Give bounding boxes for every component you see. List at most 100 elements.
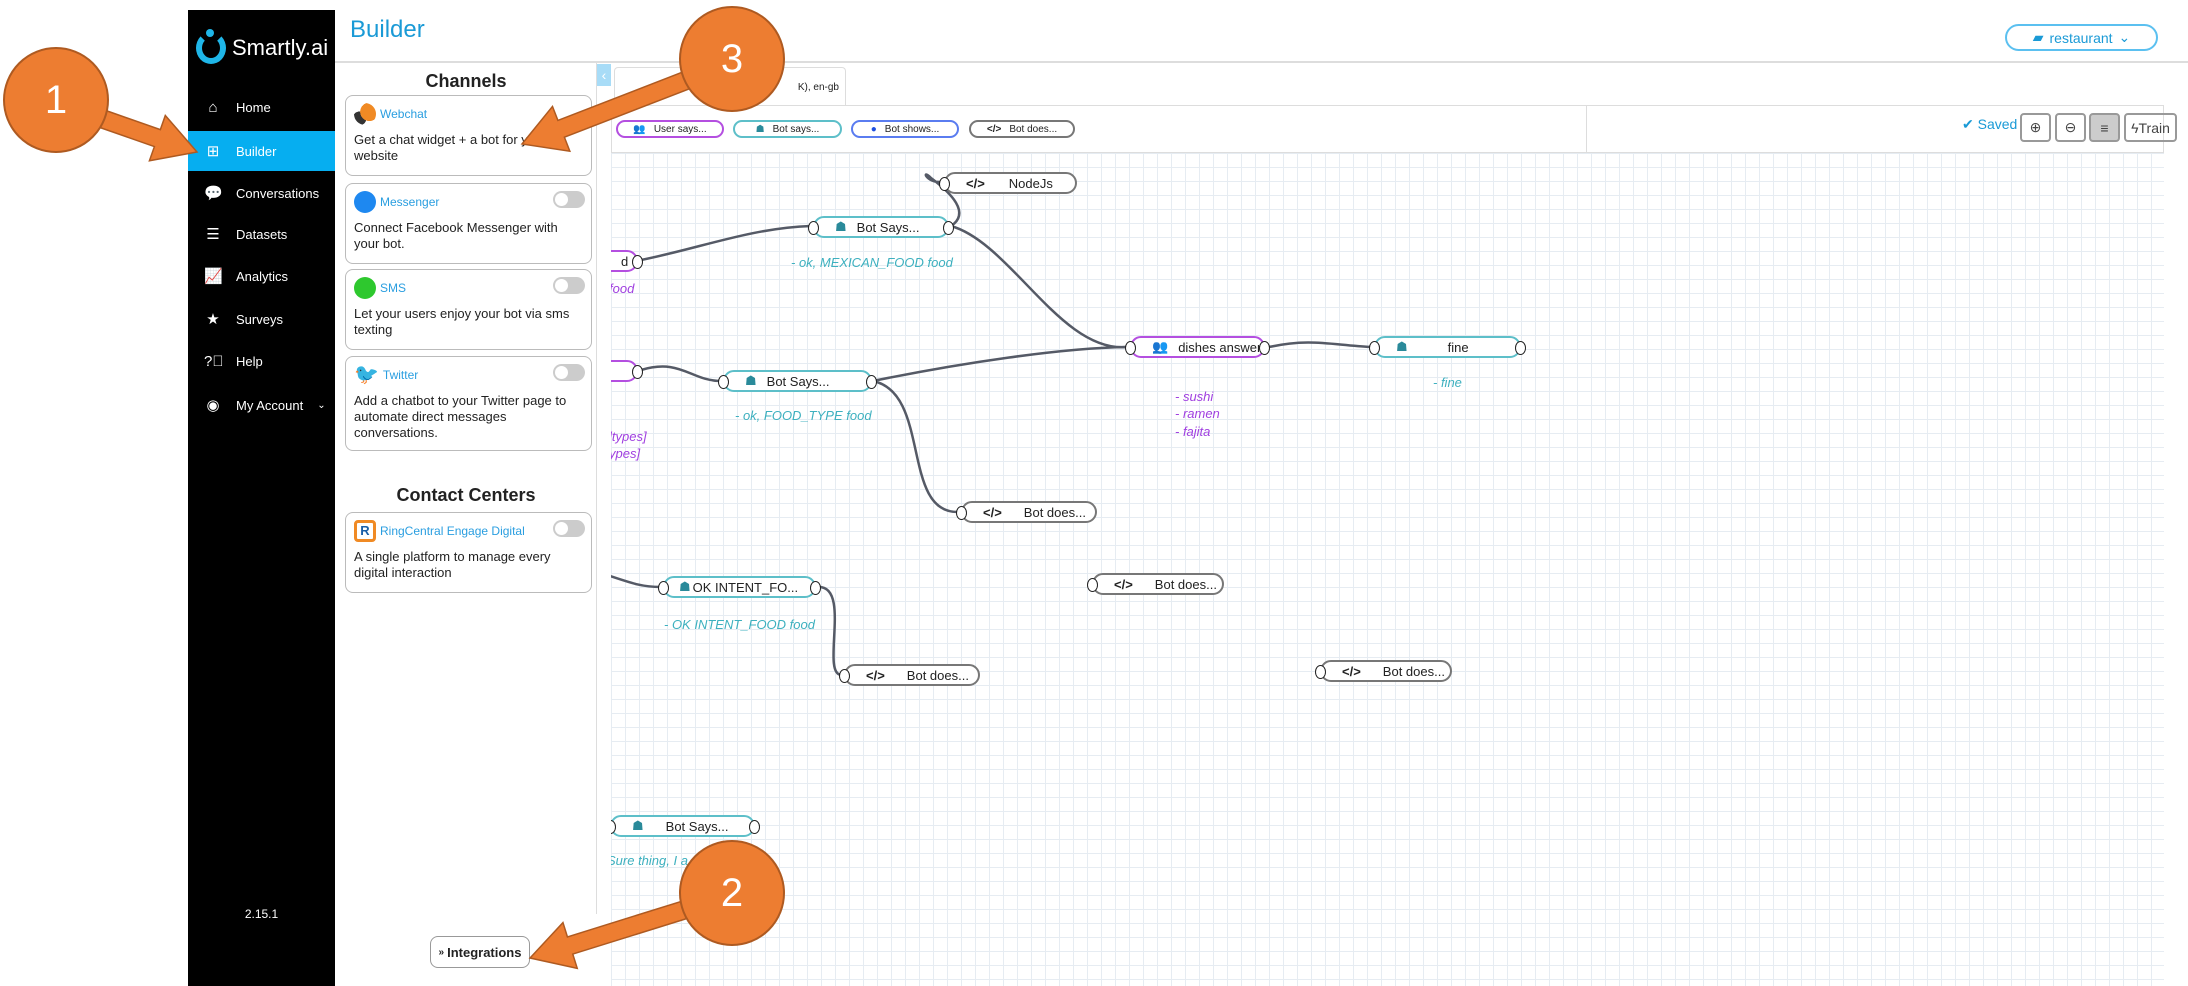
output-port[interactable] xyxy=(943,221,954,235)
palette-bot-says[interactable]: ☗Bot says... xyxy=(733,120,842,138)
twitter-toggle[interactable] xyxy=(553,364,585,381)
sitemap-icon: ⊞ xyxy=(206,143,220,160)
bot-icon: ☗ xyxy=(679,579,691,594)
header-divider xyxy=(335,61,2188,63)
channel-card-webchat[interactable]: Webchat Get a chat widget + a bot for yo… xyxy=(345,95,592,176)
user-says-node[interactable]: d xyxy=(611,250,643,272)
messenger-toggle[interactable] xyxy=(553,191,585,208)
dishes-answer-node[interactable]: 👥dishes answer xyxy=(1125,336,1270,358)
annotation-arrow xyxy=(96,108,199,162)
bot-icon: ☗ xyxy=(745,373,757,388)
align-button[interactable]: ≡ xyxy=(2089,113,2120,142)
input-port[interactable] xyxy=(658,581,669,595)
user-says-node[interactable] xyxy=(611,360,643,382)
output-port[interactable] xyxy=(1259,341,1270,355)
home-icon: ⌂ xyxy=(208,98,218,116)
flow-edge xyxy=(818,585,842,677)
bot-selector[interactable]: ▰restaurant⌄ xyxy=(2005,24,2158,51)
check-icon: ✔ xyxy=(1962,116,1978,132)
ok-intent-node[interactable]: ☗OK INTENT_FO... xyxy=(658,576,821,598)
sidebar-item-home[interactable]: ⌂Home xyxy=(188,87,335,127)
input-port[interactable] xyxy=(1125,341,1136,355)
node-palette: 👥User says... ☗Bot says... ●Bot shows...… xyxy=(611,105,2164,153)
sidebar-item-analytics[interactable]: 📈Analytics xyxy=(204,268,289,285)
node-caption: - fine xyxy=(1433,375,1462,390)
output-port[interactable] xyxy=(749,820,760,834)
bot-icon: ☗ xyxy=(835,219,847,234)
code-icon: </> xyxy=(966,175,985,191)
sidebar-item-help[interactable]: ?⃝Help xyxy=(204,352,263,370)
logo[interactable]: Smartly.ai xyxy=(196,29,328,64)
input-port[interactable] xyxy=(718,375,729,389)
channel-card-twitter[interactable]: 🐦Twitter Add a chatbot to your Twitter p… xyxy=(345,356,592,451)
channels-title: Channels xyxy=(425,71,507,91)
sms-icon xyxy=(354,277,376,299)
channel-card-sms[interactable]: SMS Let your users enjoy your bot via sm… xyxy=(345,269,592,350)
version-label: 2.15.1 xyxy=(244,907,279,921)
collapse-panel-button[interactable]: ‹ xyxy=(597,64,611,86)
sms-toggle[interactable] xyxy=(553,277,585,294)
bot-does-node[interactable]: </>Bot does... xyxy=(839,664,980,686)
output-port[interactable] xyxy=(866,375,877,389)
input-port[interactable] xyxy=(611,820,616,834)
messenger-icon: ● xyxy=(870,123,877,135)
chevron-down-icon: ⌄ xyxy=(317,399,326,411)
ringcentral-toggle[interactable] xyxy=(553,520,585,537)
bot-does-node[interactable]: </>Bot does... xyxy=(1315,660,1452,682)
palette-bot-shows[interactable]: ●Bot shows... xyxy=(851,120,959,138)
users-icon: 👥 xyxy=(633,123,646,135)
sidebar-item-datasets[interactable]: ☰Datasets xyxy=(188,214,335,254)
node-caption: - sushi xyxy=(1175,389,1214,404)
channel-card-messenger[interactable]: Messenger Connect Facebook Messenger wit… xyxy=(345,183,592,264)
flow-edge xyxy=(640,365,722,383)
sidebar-item-conversations[interactable]: 💬Conversations xyxy=(204,185,320,202)
bot-says-node[interactable]: ☗Bot Says... xyxy=(718,370,877,392)
sidebar-item-surveys[interactable]: ★Surveys xyxy=(188,299,335,339)
bot-icon: ☗ xyxy=(632,818,644,833)
flow-edge xyxy=(611,575,662,589)
sidebar-item-builder[interactable]: ⊞Builder xyxy=(188,131,335,171)
sidebar-item-my-account[interactable]: ◉My Account⌄ xyxy=(188,385,335,425)
bot-says-node[interactable]: ☗Bot Says... xyxy=(808,216,954,238)
output-port[interactable] xyxy=(810,581,821,595)
flow-edge xyxy=(872,345,1128,383)
nodejs-node[interactable]: </>NodeJs xyxy=(939,172,1077,194)
star-icon: ★ xyxy=(206,311,220,328)
contact-centers-title: Contact Centers xyxy=(396,485,536,505)
channels-panel: Channels Webchat Get a chat widget + a b… xyxy=(335,63,597,914)
chat-icon: ▰ xyxy=(2032,29,2044,45)
input-port[interactable] xyxy=(1315,665,1326,679)
bot-icon: ☗ xyxy=(755,123,765,135)
comments-icon: 💬 xyxy=(204,185,223,202)
bot-does-node[interactable]: </>Bot does... xyxy=(1087,573,1224,595)
flow-canvas[interactable]: d food ☗Bot Says... - ok, MEXICAN_FOOD f… xyxy=(611,153,2164,986)
bot-does-node[interactable]: </>Bot does... xyxy=(956,501,1097,523)
input-port[interactable] xyxy=(1087,578,1098,592)
chevron-double-down-icon: » xyxy=(438,946,445,958)
palette-bot-does[interactable]: </>Bot does... xyxy=(969,120,1075,138)
flow-edge xyxy=(950,224,1128,349)
input-port[interactable] xyxy=(808,221,819,235)
zoom-in-icon: ⊕ xyxy=(2029,119,2042,135)
node-caption: ypes] xyxy=(611,446,641,461)
bot-says-node[interactable]: ☗Bot Says... xyxy=(611,815,760,837)
question-circle-icon: ?⃝ xyxy=(204,352,224,370)
node-caption: - fajita xyxy=(1175,424,1211,439)
fine-node[interactable]: ☗fine xyxy=(1369,336,1526,358)
messenger-icon xyxy=(354,191,376,213)
integrations-button[interactable]: »Integrations xyxy=(430,936,530,968)
output-port[interactable] xyxy=(632,365,643,379)
input-port[interactable] xyxy=(839,669,850,683)
input-port[interactable] xyxy=(956,506,967,520)
user-circle-icon: ◉ xyxy=(206,397,220,414)
output-port[interactable] xyxy=(1515,341,1526,355)
output-port[interactable] xyxy=(632,255,643,269)
palette-user-says[interactable]: 👥User says... xyxy=(616,120,724,138)
input-port[interactable] xyxy=(939,177,950,191)
input-port[interactable] xyxy=(1369,341,1380,355)
zoom-out-button[interactable]: ⊖ xyxy=(2055,113,2086,142)
zoom-in-button[interactable]: ⊕ xyxy=(2020,113,2051,142)
saved-status: ✔ Saved xyxy=(1962,116,2018,132)
